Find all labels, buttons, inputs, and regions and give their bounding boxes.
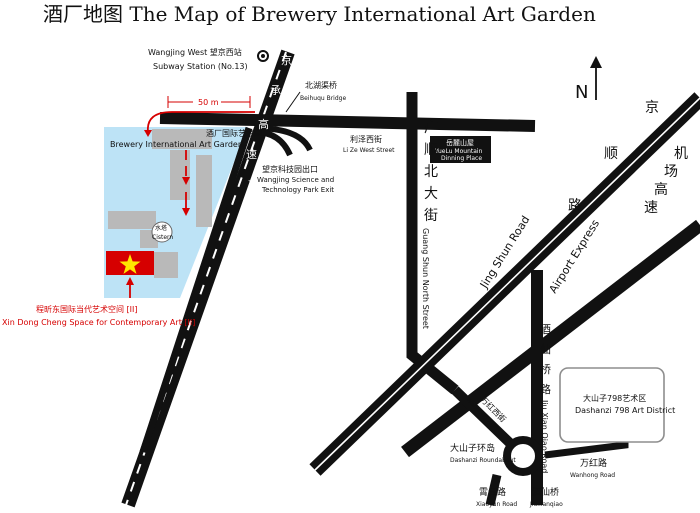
dashanzi-label-cn: 大山子环岛 — [450, 442, 495, 454]
li-ze-label-cn: 利泽西街 — [350, 134, 382, 144]
route-arrows — [126, 111, 255, 298]
xiaoyun-label-en: Xiaoyun Road — [476, 501, 517, 508]
jiuxianqiao-label-en: Jiuxianqiao — [529, 501, 563, 508]
district-label-en: Dashanzi 798 Art District — [575, 406, 675, 415]
airport-expressway — [309, 92, 700, 476]
building — [196, 155, 212, 227]
xiaoyun-label-cn: 霄云路 — [479, 486, 506, 498]
jiuxian-char: 酒 — [540, 323, 551, 336]
yuelu-label-cn: 岳麓山屋 — [446, 138, 474, 147]
airport-char: 场 — [664, 164, 678, 180]
li-ze-west-street — [159, 112, 536, 132]
cistern-icon — [151, 221, 173, 243]
building — [154, 252, 178, 278]
expressway-center — [314, 97, 700, 471]
subway-icon-dot — [261, 54, 265, 58]
guangshun-char: 大 — [424, 186, 438, 202]
yuelu-label-en: YueLu Mountain — [434, 148, 483, 155]
jiuxian-char: 仙 — [540, 343, 551, 356]
guang-shun-label-en: Guang Shun North Street — [421, 228, 430, 329]
dashanzi-798-district[interactable]: 大山子798艺术区 Dashanzi 798 Art District — [559, 367, 675, 443]
jingshun-char: 路 — [568, 198, 582, 214]
beihu-bridge-cn: 北湖渠桥 — [305, 80, 337, 90]
jingcheng-char: 速 — [246, 148, 257, 161]
jingshun-char: 京 — [645, 100, 659, 116]
yuelu-box — [430, 136, 491, 163]
district-label-cn: 大山子798艺术区 — [583, 393, 646, 403]
beihu-pointer — [285, 91, 301, 113]
exit-ramp — [254, 125, 313, 152]
district-box — [559, 367, 665, 443]
wanhong-road-cn: 万红路 — [580, 457, 607, 469]
scale-bar: 50 m — [167, 96, 251, 108]
jingcheng-char: 高 — [258, 117, 269, 131]
jingshun-char: 顺 — [604, 146, 618, 162]
star-icon — [119, 254, 141, 274]
jingcheng-char: 京 — [281, 53, 292, 67]
north-arrow-icon — [590, 56, 602, 68]
airport-char: 高 — [654, 181, 668, 198]
xindong-label-cn: 程昕东国际当代艺术空间 [II] — [36, 304, 138, 314]
exit-label-cn: 望京科技园出口 — [262, 164, 318, 174]
guangshun-char: 街 — [424, 208, 438, 224]
wangjing-west-label: Wangjing West 望京西站 — [148, 47, 242, 57]
dashanzi-label-en: Dashanzi Roundabout — [450, 457, 516, 464]
yuelu-label-en2: Dinning Place — [441, 155, 482, 162]
exit-label-en1: Wangjing Science and — [257, 176, 334, 184]
airport-char: 机 — [674, 146, 688, 162]
wanhong-road-en: Wanhong Road — [570, 472, 615, 479]
scale-label-bg — [193, 96, 221, 107]
guangshun-char: 顺 — [424, 142, 438, 158]
map-title: 酒厂地图 The Map of Brewery International Ar… — [43, 2, 596, 26]
route-arrow-head — [182, 177, 190, 185]
xiaoyun-road — [485, 473, 502, 507]
building — [170, 150, 190, 200]
jiuxian-char: 桥 — [540, 363, 551, 376]
li-ze-label-en: Li Ze West Street — [343, 147, 395, 154]
jiuxian-char: 路 — [540, 383, 551, 396]
jing-shun-road — [401, 219, 700, 458]
guangshun-char: 广 — [424, 120, 438, 136]
guang-shun-north-street — [406, 92, 459, 395]
scale-label: 50 m — [198, 98, 219, 107]
jiuxian-label-en: Jiu Xian Qiao Road — [540, 399, 549, 473]
guangshun-char: 北 — [424, 164, 438, 180]
wanhong-xijie — [451, 386, 519, 452]
xindong-label-en: Xin Dong Cheng Space for Contemporary Ar… — [2, 318, 195, 327]
brewery-label-cn: 酒厂国际艺术园 — [206, 128, 262, 138]
exit-ramp-2 — [254, 129, 293, 157]
cistern-label-en: Cistern — [152, 234, 173, 241]
site-buildings — [108, 129, 212, 278]
route-arrow — [147, 111, 255, 133]
building — [108, 211, 156, 229]
yuelu-dining-place[interactable]: 岳麓山屋 YueLu Mountain Dinning Place — [430, 136, 491, 163]
airport-char: 速 — [644, 200, 658, 216]
cistern-label-cn: 水塔 — [155, 224, 167, 232]
jingcheng-char: 承 — [270, 84, 281, 97]
route-arrow-head — [144, 130, 152, 137]
jiuxianqiao-label-cn: 酒仙桥 — [532, 486, 559, 498]
brewery-label-en: Brewery International Art Garden — [110, 140, 243, 149]
north-label: N — [575, 82, 588, 103]
route-arrow-head — [182, 208, 190, 216]
beihu-bridge-en: Beihuqu Bridge — [300, 95, 346, 102]
route-arrow-head — [126, 277, 134, 285]
site-side-road — [139, 126, 253, 454]
subway-station-label: Subway Station (No.13) — [153, 62, 248, 71]
building — [152, 129, 212, 149]
exit-label-en2: Technology Park Exit — [261, 186, 334, 194]
dashanzi-roundabout[interactable] — [503, 436, 543, 476]
